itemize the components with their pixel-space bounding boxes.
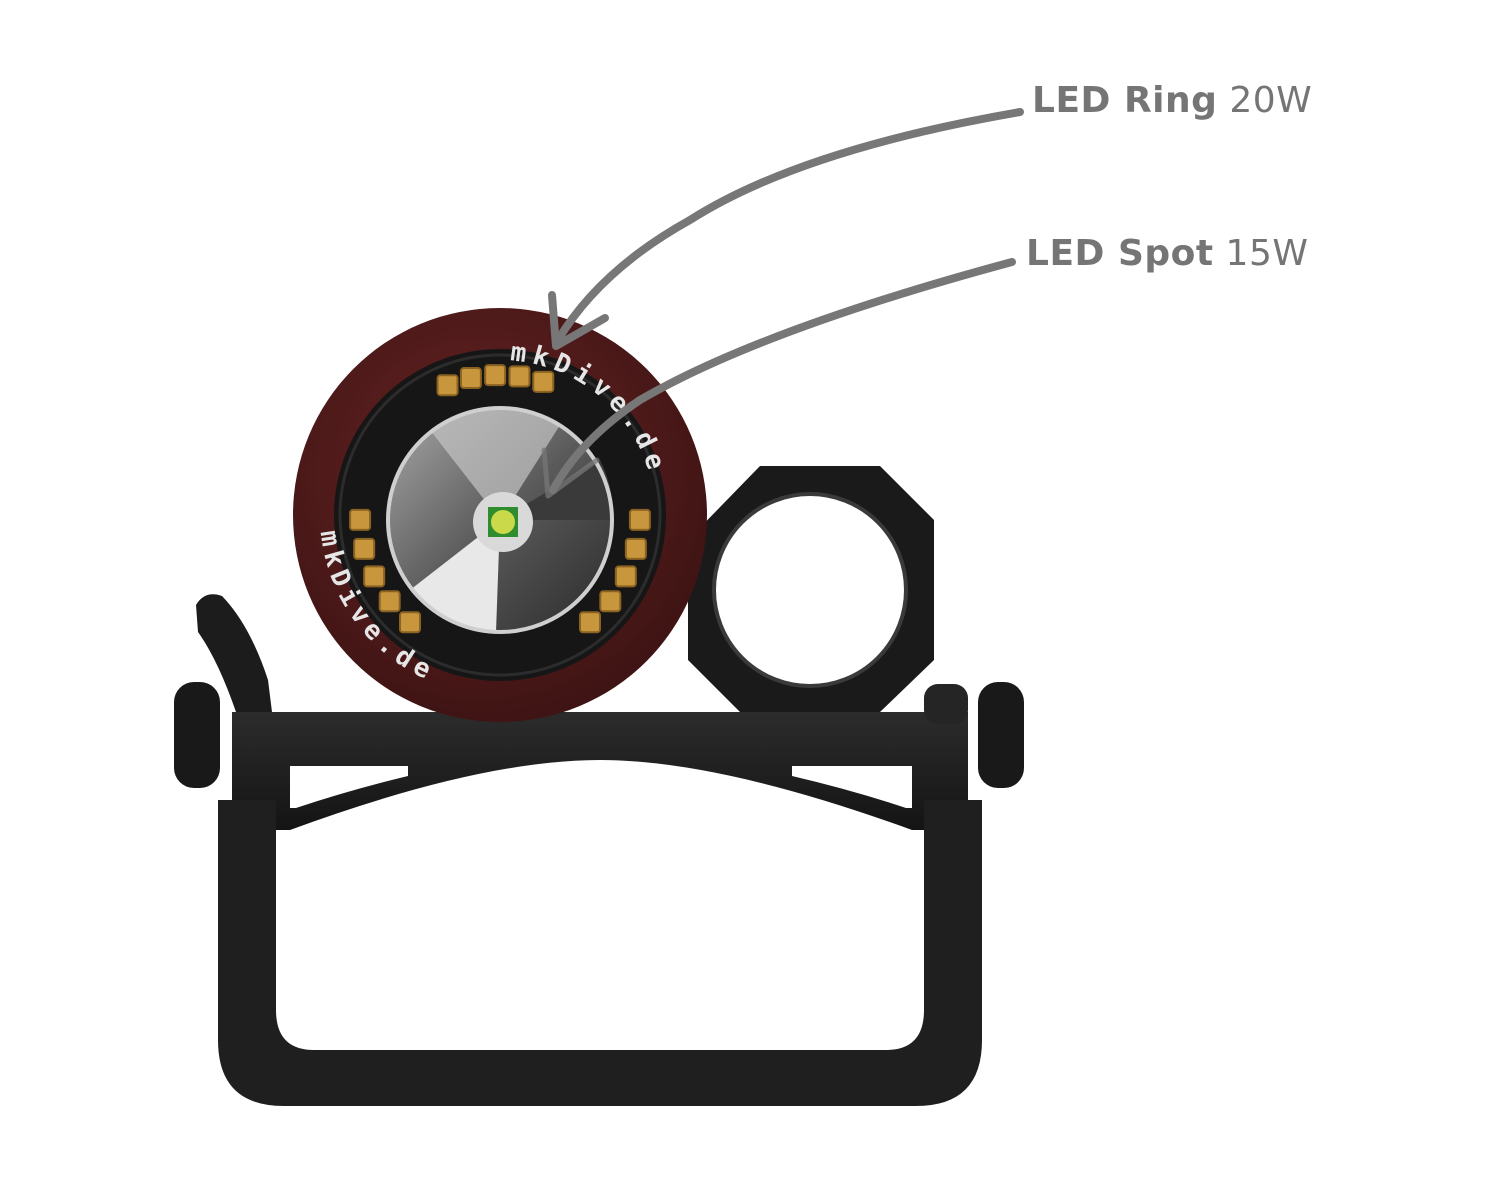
bracket-crossbar <box>232 712 968 830</box>
adjustment-knob-left[interactable] <box>174 682 220 788</box>
bracket-hook <box>196 594 272 712</box>
mounting-bracket <box>174 594 1024 1106</box>
led-chip <box>532 370 555 393</box>
lock-ring <box>688 466 934 712</box>
bracket-frame <box>218 800 982 1106</box>
led-spot <box>386 406 614 634</box>
lamp-head: mkDive.de mkDive.de <box>293 308 707 722</box>
callout-led-spot-name: LED Spot <box>1026 233 1214 274</box>
led-chip <box>624 537 647 560</box>
led-chip <box>353 537 376 560</box>
callout-led-ring-power: 20W <box>1229 80 1313 121</box>
callout-led-ring: LED Ring 20W <box>1032 80 1312 121</box>
led-chip <box>399 611 422 634</box>
annotation-arrows <box>541 108 1024 499</box>
callout-led-spot-power: 15W <box>1225 233 1309 274</box>
led-chip <box>578 611 601 634</box>
spot-callout-arrow <box>549 258 1016 494</box>
led-ring <box>349 364 651 634</box>
led-chip <box>484 364 507 387</box>
ring-callout-arrow <box>554 108 1024 344</box>
led-chip <box>599 590 622 613</box>
led-chip <box>614 565 637 588</box>
led-chip <box>363 565 386 588</box>
adjustment-knob-right[interactable] <box>978 682 1024 788</box>
led-chip <box>628 508 651 531</box>
callout-led-ring-name: LED Ring <box>1032 80 1218 121</box>
callout-led-spot: LED Spot 15W <box>1026 233 1308 274</box>
led-chip <box>459 367 482 390</box>
led-chip <box>349 508 372 531</box>
led-chip <box>508 365 531 388</box>
led-chip <box>436 374 459 397</box>
led-chip <box>378 590 401 613</box>
